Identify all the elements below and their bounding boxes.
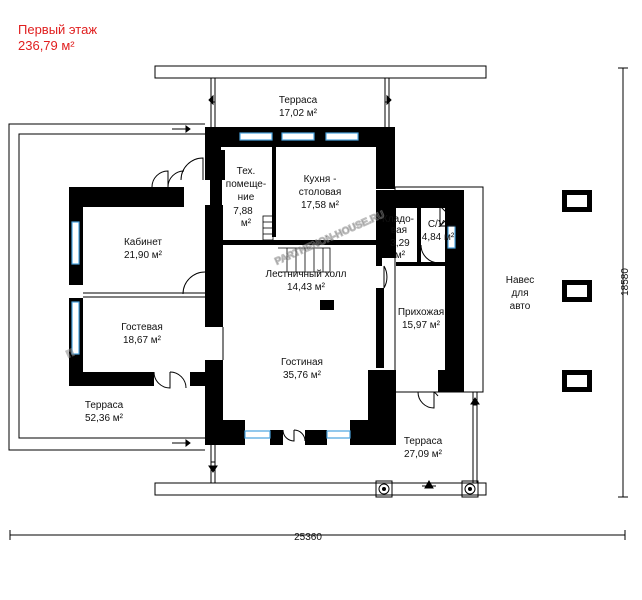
svg-text:27,09 м²: 27,09 м² [404,449,443,460]
dimension-width: 25360 [294,532,322,543]
svg-text:3,29: 3,29 [390,238,410,249]
svg-text:помеще-: помеще- [226,179,266,190]
svg-text:Терраса: Терраса [279,95,318,106]
interior-lines [83,266,385,360]
room-carport: Навес для авто [506,275,535,312]
svg-text:17,58 м²: 17,58 м² [301,200,340,211]
carport-posts [562,190,592,392]
windows [71,132,456,439]
dimension-lines [9,67,628,540]
watermark: PARTHENON-HOUSE.RU П [64,209,387,361]
svg-text:Гостевая: Гостевая [121,322,163,333]
svg-text:авто: авто [510,301,531,312]
room-terrace-bottom: Терраса 27,09 м² [404,436,443,460]
room-terrace-left: Терраса 52,36 м² [85,400,124,424]
svg-text:Кабинет: Кабинет [124,236,162,248]
room-bathroom: С/У 4,84 м² [422,219,455,243]
svg-text:17,02 м²: 17,02 м² [279,108,318,119]
svg-text:С/У: С/У [428,219,445,230]
svg-text:Кухня -: Кухня - [304,174,337,185]
floor-header: Первый этаж 236,79 м² [18,22,97,54]
floor-title: Первый этаж [18,22,98,37]
floor-area: 236,79 м² [18,38,75,53]
svg-text:вая: вая [391,225,407,236]
svg-text:м²: м² [395,250,406,261]
svg-text:ние: ние [238,192,255,203]
svg-text:Гостиная: Гостиная [281,357,323,368]
svg-text:15,97 м²: 15,97 м² [402,320,441,331]
svg-text:Навес: Навес [506,275,535,286]
room-cabinet: Кабинет 21,90 м² [124,236,163,261]
room-hallway: Прихожая 15,97 м² [398,307,444,331]
dimension-height: 18580 [620,268,631,296]
terrace-arrows [172,94,480,489]
svg-text:4,84 м²: 4,84 м² [422,232,455,243]
room-pantry: Кладо- вая 3,29 м² [382,214,414,261]
room-living: Гостиная 35,76 м² [281,357,323,381]
staircase [262,215,331,273]
walls [69,127,464,445]
room-guest: Гостевая 18,67 м² [121,322,163,346]
room-stair-hall: Лестничный холл 14,43 м² [266,269,347,293]
svg-text:столовая: столовая [299,187,342,198]
svg-text:18,67 м²: 18,67 м² [123,335,162,346]
svg-text:7,88: 7,88 [233,206,253,217]
terrace-outlines [8,65,487,496]
doors [151,157,440,442]
svg-text:21,90 м²: 21,90 м² [124,250,163,261]
svg-text:Прихожая: Прихожая [398,307,444,318]
room-tech: Тех. помеще- ние 7,88 м² [226,166,266,229]
svg-text:Тех.: Тех. [237,166,256,177]
svg-text:52,36 м²: 52,36 м² [85,413,124,424]
terrace-columns [375,480,479,498]
svg-text:Лестничный холл: Лестничный холл [266,269,347,280]
svg-text:Терраса: Терраса [85,400,124,411]
svg-text:м²: м² [241,218,252,229]
room-terrace-top: Терраса 17,02 м² [279,95,318,119]
svg-text:Терраса: Терраса [404,436,443,447]
bathroom-fixture [439,205,461,227]
svg-text:Кладо-: Кладо- [382,214,414,225]
room-kitchen: Кухня - столовая 17,58 м² [299,174,342,211]
svg-text:35,76 м²: 35,76 м² [283,370,322,381]
svg-text:14,43 м²: 14,43 м² [287,282,326,293]
svg-text:для: для [511,288,528,299]
